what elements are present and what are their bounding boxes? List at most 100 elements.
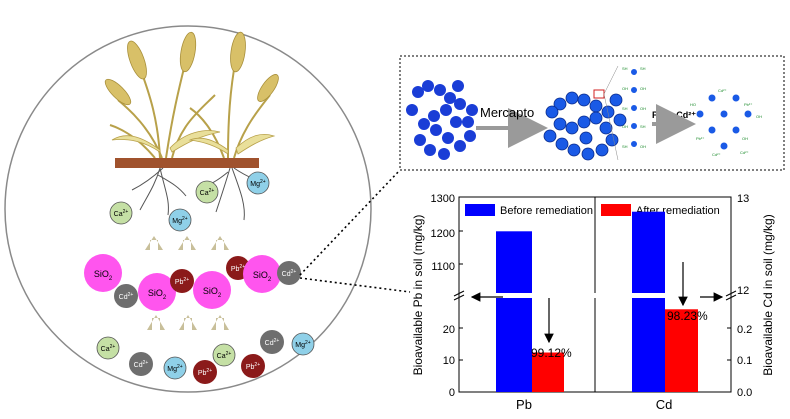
svg-text:OH: OH	[756, 114, 762, 119]
svg-text:OH: OH	[742, 136, 748, 141]
silica-particle: SiO2	[138, 273, 176, 311]
svg-text:HO: HO	[690, 102, 696, 107]
wheat-ears	[104, 31, 279, 106]
y-tick-label-left: 10	[443, 355, 455, 367]
axis-break-band	[460, 293, 730, 298]
bar-cd-after	[665, 309, 698, 392]
axis-break-mark-right	[725, 290, 737, 301]
svg-text:SH: SH	[622, 66, 628, 71]
y-tick-label-right: 13	[737, 193, 749, 205]
svg-text:Cd²⁺: Cd²⁺	[718, 88, 727, 93]
svg-text:OH: OH	[622, 124, 628, 129]
uptake-arrow	[179, 315, 197, 330]
svg-text:SH: SH	[622, 106, 628, 111]
svg-text:Cd2+: Cd2+	[119, 292, 134, 301]
svg-text:Cd2+: Cd2+	[134, 360, 149, 369]
zoom-connector-lines	[299, 169, 411, 293]
svg-text:Cd2+: Cd2+	[282, 269, 297, 278]
y-axis-title-right: Bioavailable Cd in soil (mg/kg)	[761, 214, 775, 375]
svg-text:Pb2+: Pb2+	[198, 368, 212, 377]
svg-text:Pb²⁺: Pb²⁺	[696, 136, 704, 141]
svg-text:OH: OH	[640, 144, 646, 149]
svg-text:Cd²⁺: Cd²⁺	[712, 152, 721, 157]
functional-group-detail: SH SH OH OH SH OH OH SH SH OH	[603, 65, 646, 161]
svg-text:SiO2: SiO2	[253, 270, 272, 283]
svg-text:Mg2+: Mg2+	[172, 216, 188, 225]
ion-cd-lower: Cd2+	[129, 352, 153, 376]
svg-text:SH: SH	[640, 66, 646, 71]
svg-text:SH: SH	[640, 124, 646, 129]
ion-mg-lower: Mg2+	[163, 356, 187, 380]
uptake-arrow	[178, 236, 196, 250]
soil-circle-outline	[4, 25, 372, 393]
ion-ca-lower: Ca2+	[96, 336, 120, 360]
ion-ca-upper-left: Ca2+	[109, 201, 133, 225]
svg-text:Pb2+: Pb2+	[231, 264, 245, 273]
legend-swatch-before	[465, 204, 495, 216]
y-tick-label-left: 1100	[431, 261, 455, 273]
legend-label-before: Before remediation	[500, 205, 593, 217]
uptake-arrows	[145, 236, 229, 330]
soil-circle-panel: Ca2+ Ca2+ Mg2+ Mg2+ SiO2 Cd2+ SiO2	[4, 25, 372, 393]
uptake-arrow	[147, 315, 165, 330]
svg-text:SH: SH	[622, 144, 628, 149]
svg-text:Cd2+: Cd2+	[265, 338, 280, 347]
tick-marks	[459, 230, 731, 361]
ion-pb-bound: Pb2+	[170, 269, 194, 293]
svg-text:Ca2+: Ca2+	[217, 351, 232, 360]
left-axis-upper: 1300 1200 1100	[431, 193, 455, 273]
legend-swatch-after	[601, 204, 631, 216]
svg-text:Ca2+: Ca2+	[200, 188, 215, 197]
svg-text:Mg2+: Mg2+	[250, 179, 266, 188]
svg-text:Pb2+: Pb2+	[175, 277, 189, 286]
svg-text:SiO2: SiO2	[148, 288, 167, 301]
axis-break-mark-left	[453, 290, 465, 301]
reduction-label-pb: 99.12%	[531, 346, 572, 360]
ion-mg-upper-right: Mg2+	[246, 171, 270, 195]
svg-text:Ca2+: Ca2+	[101, 344, 116, 353]
right-axis-lower: 0.2 0.1 0.0	[737, 324, 752, 399]
y-tick-label-right: 0.0	[737, 387, 752, 399]
svg-text:OH: OH	[622, 86, 628, 91]
ion-cd-bound: Cd2+	[114, 284, 138, 308]
y-axis-title-left: Bioavailable Pb in soil (mg/kg)	[411, 215, 425, 376]
left-axis-lower: 20 10 0	[443, 324, 455, 399]
svg-text:OH: OH	[640, 106, 646, 111]
y-tick-label-right: 0.2	[737, 324, 752, 336]
ion-ca-upper-right: Ca2+	[195, 180, 219, 204]
silica-network-modified	[543, 91, 627, 161]
svg-text:Mg2+: Mg2+	[295, 340, 311, 349]
silica-particle: SiO2	[193, 271, 231, 309]
mercapto-label: Mercapto	[480, 105, 534, 120]
uptake-arrow	[211, 236, 229, 250]
ion-cd-lower: Cd2+	[260, 330, 284, 354]
y-tick-label-right: 0.1	[737, 355, 752, 367]
svg-text:Ca2+: Ca2+	[114, 209, 129, 218]
ion-mg-lower: Mg2+	[291, 332, 315, 356]
x-category-label-cd: Cd	[656, 397, 673, 412]
silica-particle: SiO2	[243, 255, 281, 293]
svg-text:Pb²⁺: Pb²⁺	[744, 102, 752, 107]
svg-text:OH: OH	[640, 86, 646, 91]
y-tick-label-left: 20	[443, 324, 455, 336]
bar-pb-before	[496, 231, 532, 392]
y-tick-label-left: 0	[449, 387, 455, 399]
ion-ca-lower: Ca2+	[212, 343, 236, 367]
uptake-arrow	[145, 236, 163, 250]
ion-cd-bound: Cd2+	[277, 261, 301, 285]
y-tick-label-left: 1300	[431, 193, 455, 205]
right-axis-upper: 13 12	[737, 193, 749, 297]
bar-pb-after	[532, 352, 564, 392]
wheat-leaves	[111, 130, 276, 155]
x-category-label-pb: Pb	[516, 397, 532, 412]
bar-cd-before	[632, 211, 665, 392]
ion-mg-upper-left: Mg2+	[168, 208, 192, 232]
silica-particle: SiO2	[84, 254, 122, 292]
ion-pb-lower: Pb2+	[241, 354, 265, 378]
reduction-label-cd: 98.23%	[667, 309, 708, 323]
ion-pb-lower: Pb2+	[193, 360, 217, 384]
svg-text:SiO2: SiO2	[203, 286, 222, 299]
svg-text:Pb2+: Pb2+	[246, 362, 260, 371]
svg-text:Mg2+: Mg2+	[167, 364, 183, 373]
